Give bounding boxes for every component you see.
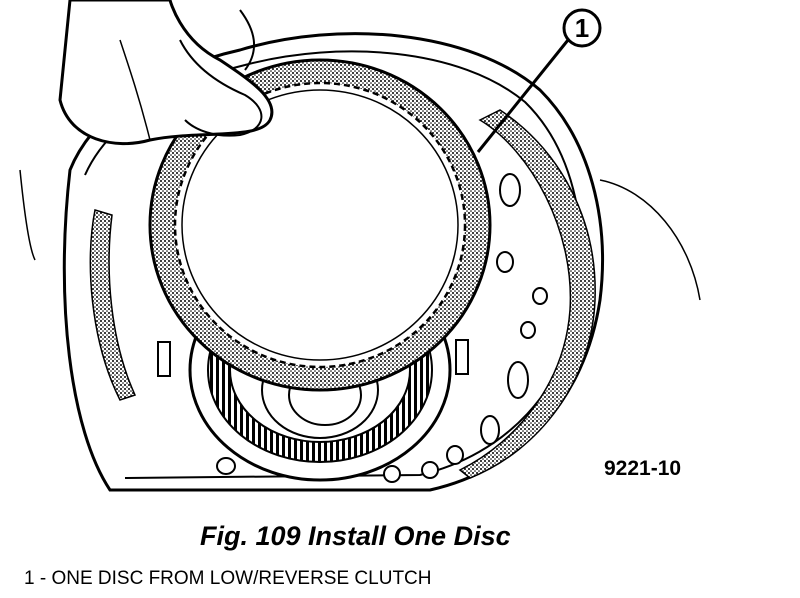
drawing-code: 9221-10 (604, 457, 682, 480)
hand (58, 0, 274, 146)
figure-legend: 1 - ONE DISC FROM LOW/REVERSE CLUTCH (24, 568, 432, 589)
figure-caption: Fig. 109 Install One Disc (200, 521, 511, 551)
case-bolt-holes (216, 173, 548, 483)
callout-number: 1 (574, 12, 590, 43)
clutch-drawing (19, 0, 701, 492)
callout (476, 8, 602, 153)
transmission-illustration (19, 0, 701, 492)
clutch-disc (148, 58, 492, 392)
